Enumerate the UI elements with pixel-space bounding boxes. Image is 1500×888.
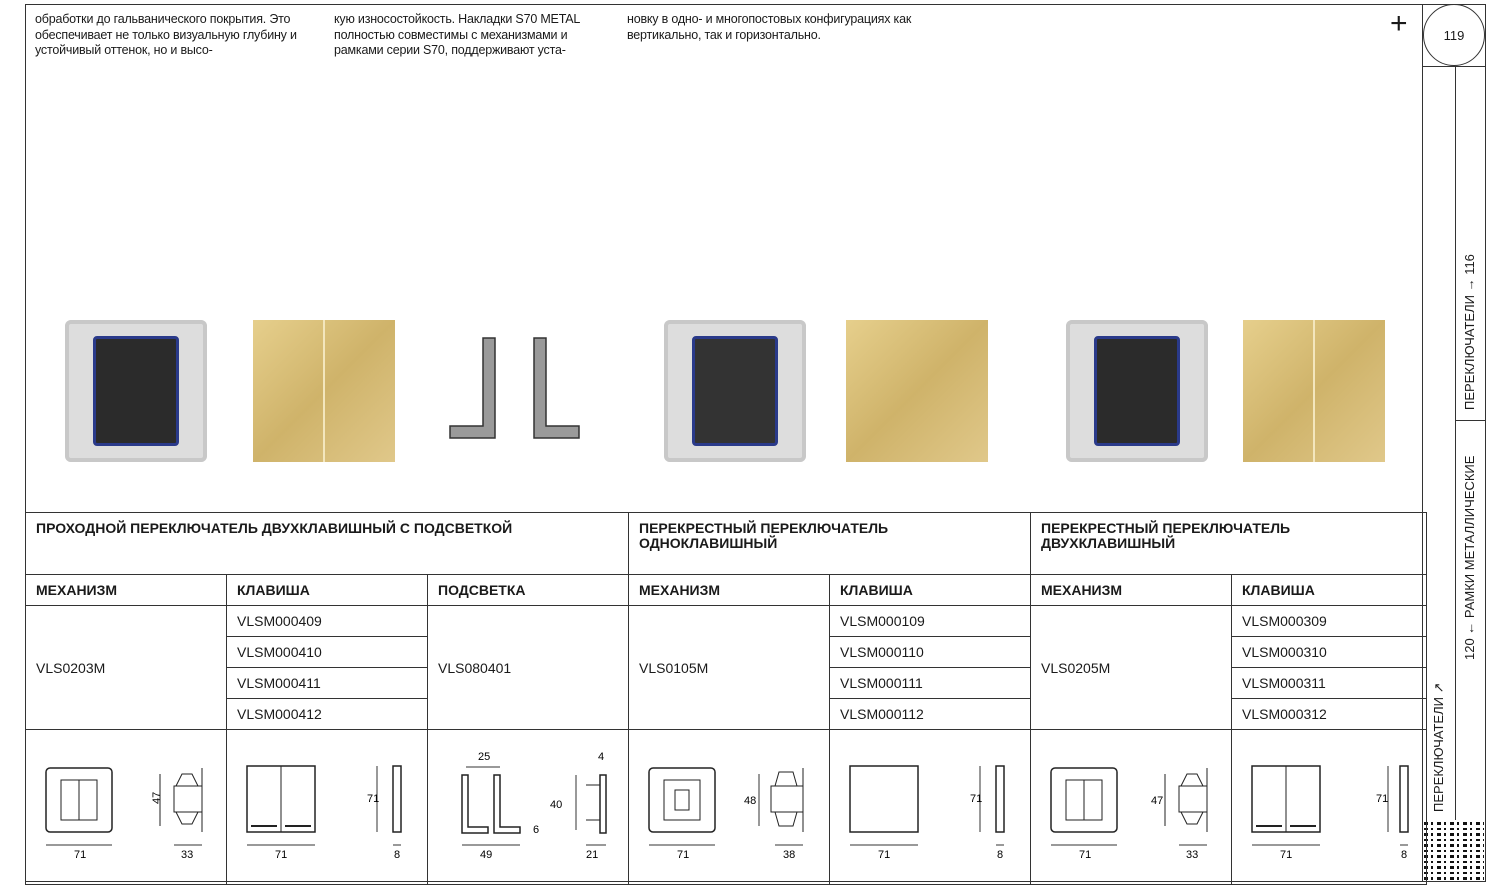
header-key: КЛАВИША [829, 574, 1031, 606]
page-number: 119 [1423, 4, 1485, 66]
key-code: VLSM000110 [829, 636, 1031, 668]
key-code: VLSM000312 [1231, 698, 1427, 730]
header-mechanism: МЕХАНИЗМ [1030, 574, 1232, 606]
dim-label: 47 [151, 792, 163, 804]
dim-label: 6 [533, 824, 539, 836]
dim-label: 71 [677, 849, 689, 861]
product-table: ПРОХОДНОЙ ПЕРЕКЛЮЧАТЕЛЬ ДВУХКЛАВИШНЫЙ С … [25, 512, 1427, 885]
key-code: VLSM000111 [829, 667, 1031, 699]
intro-text-col2: кую износостойкость. Накладки S70 METAL … [334, 12, 580, 57]
mechanism-drawing: 71 47 33 [1030, 729, 1232, 885]
dim-label: 33 [1186, 849, 1198, 861]
dim-label: 25 [478, 751, 490, 763]
dim-label: 71 [1079, 849, 1091, 861]
qr-code[interactable] [1424, 821, 1484, 880]
key-code: VLSM000309 [1231, 605, 1427, 637]
mechanism-code: VLS0203M [25, 605, 227, 730]
mechanism-image-3 [1066, 320, 1208, 462]
key-image-3 [1243, 320, 1385, 462]
key-drawing: 71 71 8 [1231, 729, 1427, 885]
dim-label: 21 [586, 849, 598, 861]
backlight-image [449, 337, 580, 439]
divider [1455, 420, 1486, 421]
mechanism-image-1 [65, 320, 207, 462]
dim-label: 71 [970, 793, 982, 805]
dim-label: 38 [783, 849, 795, 861]
key-code: VLSM000409 [226, 605, 428, 637]
dim-label: 33 [181, 849, 193, 861]
dim-label: 8 [1401, 849, 1407, 861]
intro-text-col1: обработки до гальванического покрытия. Э… [35, 12, 297, 57]
key-drawing: 71 71 8 [829, 729, 1031, 885]
dim-label: 8 [997, 849, 1003, 861]
dim-label: 4 [598, 751, 604, 763]
dim-label: 71 [878, 849, 890, 861]
mechanism-code: VLS0105M [628, 605, 830, 730]
group-title-2: ПЕРЕКРЕСТНЫЙ ПЕРЕКЛЮЧАТЕЛЬ ОДНОКЛАВИШНЫЙ [628, 512, 1031, 575]
key-code: VLSM000411 [226, 667, 428, 699]
key-drawing: 71 71 8 [226, 729, 428, 885]
header-key: КЛАВИША [1231, 574, 1427, 606]
mechanism-drawing: 71 47 33 [25, 729, 227, 885]
dim-label: 71 [74, 849, 86, 861]
mechanism-image-2 [664, 320, 806, 462]
dim-label: 71 [367, 793, 379, 805]
intro-text-col3: новку в одно- и многопостовых конфигурац… [627, 12, 912, 42]
dim-label: 71 [1376, 793, 1388, 805]
mechanism-code: VLS0205M [1030, 605, 1232, 730]
key-code: VLSM000310 [1231, 636, 1427, 668]
sidebar-link-prev[interactable]: 120 ← РАМКИ МЕТАЛЛИЧЕСКИЕ [1462, 455, 1477, 660]
key-code: VLSM000109 [829, 605, 1031, 637]
header-mechanism: МЕХАНИЗМ [628, 574, 830, 606]
header-key: КЛАВИША [226, 574, 428, 606]
key-code: VLSM000311 [1231, 667, 1427, 699]
dim-label: 8 [394, 849, 400, 861]
key-code: VLSM000410 [226, 636, 428, 668]
group-title-1: ПРОХОДНОЙ ПЕРЕКЛЮЧАТЕЛЬ ДВУХКЛАВИШНЫЙ С … [25, 512, 629, 575]
divider [1455, 66, 1456, 820]
dim-label: 47 [1151, 795, 1163, 807]
backlight-drawing: 25 6 4 40 49 21 [427, 729, 629, 885]
sidebar-link-switches[interactable]: ПЕРЕКЛЮЧАТЕЛИ ↗ [1431, 682, 1446, 812]
dim-label: 49 [480, 849, 492, 861]
divider [1422, 66, 1486, 67]
dim-label: 40 [550, 799, 562, 811]
dim-label: 71 [1280, 849, 1292, 861]
mechanism-drawing: 71 48 38 [628, 729, 830, 885]
key-code: VLSM000412 [226, 698, 428, 730]
key-image-2 [846, 320, 988, 462]
dim-label: 71 [275, 849, 287, 861]
group-title-3: ПЕРЕКРЕСТНЫЙ ПЕРЕКЛЮЧАТЕЛЬ ДВУХКЛАВИШНЫЙ [1030, 512, 1427, 575]
plus-icon[interactable]: + [1390, 7, 1408, 40]
header-backlight: ПОДСВЕТКА [427, 574, 629, 606]
backlight-code: VLS080401 [427, 605, 629, 730]
sidebar [1422, 4, 1486, 882]
key-image-1 [253, 320, 395, 462]
key-code: VLSM000112 [829, 698, 1031, 730]
dim-label: 48 [744, 795, 756, 807]
header-mechanism: МЕХАНИЗМ [25, 574, 227, 606]
sidebar-link-next[interactable]: ПЕРЕКЛЮЧАТЕЛИ → 116 [1462, 254, 1477, 410]
